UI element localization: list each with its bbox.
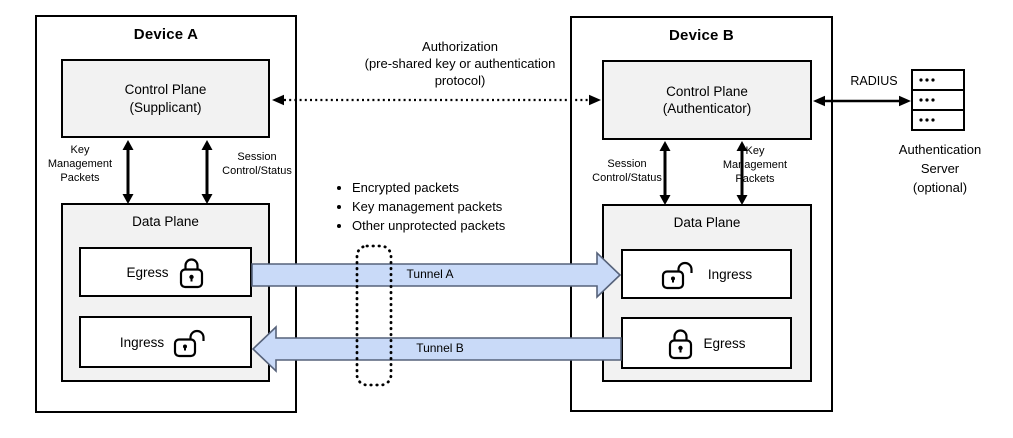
session-control-label-b: Session Control/Status [592, 158, 662, 184]
device-a-box: Device A Control Plane (Supplicant) Key … [35, 15, 297, 413]
egress-box-b: Egress [621, 317, 792, 369]
legend-item: Key management packets [352, 197, 505, 216]
data-plane-a-box: Data Plane Egress Ingress [61, 203, 270, 382]
ingress-box-a: Ingress [79, 316, 252, 368]
data-plane-a-title: Data Plane [132, 214, 199, 229]
session-control-label-a: Session Control/Status [222, 151, 292, 177]
radius-label: RADIUS [850, 74, 898, 88]
server-stack-icon [911, 69, 965, 131]
control-plane-b-label: Control Plane (Authenticator) [662, 83, 752, 116]
tunnel-b-label: Tunnel B [416, 341, 464, 355]
ingress-label-b: Ingress [707, 266, 753, 282]
egress-label-b: Egress [703, 335, 746, 351]
egress-box-a: Egress [79, 247, 252, 297]
closed-lock-icon [669, 329, 693, 360]
ingress-box-b: Ingress [621, 249, 792, 299]
tunnel-a-label: Tunnel A [406, 267, 454, 281]
packet-types-legend: Encrypted packets Key management packets… [352, 178, 505, 235]
auth-server-label: Authentication Server (optional) [898, 142, 982, 195]
auth-server-icon-wrap [911, 69, 967, 137]
authorization-label: Authorization (pre-shared key or authent… [364, 39, 556, 88]
closed-lock-icon [179, 258, 203, 289]
device-a-title: Device A [133, 26, 199, 43]
open-lock-icon [661, 261, 693, 290]
data-plane-b-title: Data Plane [673, 215, 741, 230]
control-plane-b-box: Control Plane (Authenticator) [602, 60, 812, 140]
legend-item: Other unprotected packets [352, 216, 505, 235]
control-plane-a-box: Control Plane (Supplicant) [61, 59, 270, 138]
device-b-box: Device B Control Plane (Authenticator) S… [570, 16, 833, 412]
open-lock-icon [174, 329, 205, 358]
server-led-dots [919, 78, 935, 122]
authorization-arrow [272, 94, 601, 106]
device-b-title: Device B [669, 27, 734, 44]
ingress-label-a: Ingress [119, 334, 165, 350]
data-plane-b-box: Data Plane Ingress Egress [602, 204, 812, 382]
legend-item: Encrypted packets [352, 178, 505, 197]
key-management-label-a: Key Management Packets [47, 144, 113, 184]
control-plane-a-label: Control Plane (Supplicant) [124, 82, 207, 115]
key-management-label-b: Key Management Packets [722, 145, 788, 185]
egress-label-a: Egress [126, 264, 169, 280]
